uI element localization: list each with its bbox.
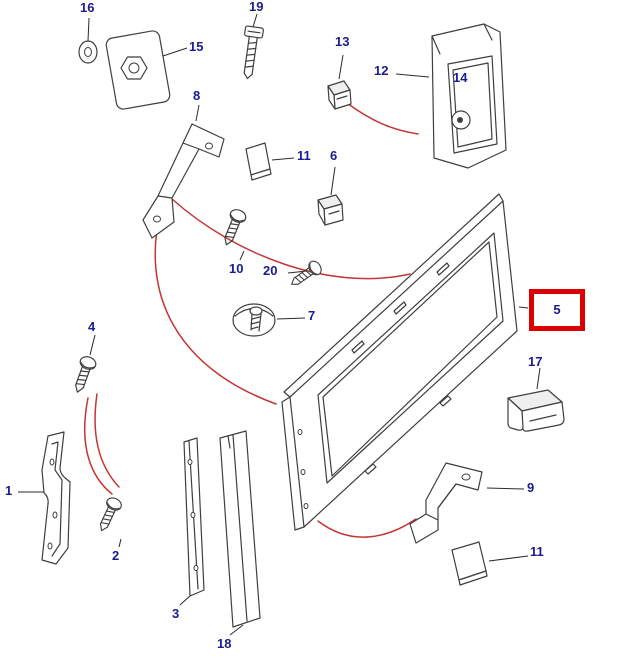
callout-20[interactable]: 20: [263, 263, 278, 278]
callout-5[interactable]: 5: [553, 302, 561, 317]
callout-12[interactable]: 12: [374, 63, 389, 78]
part-6-clip: [317, 194, 344, 226]
part-5-panel: [281, 193, 518, 531]
callout-16[interactable]: 16: [80, 0, 95, 15]
callout-15[interactable]: 15: [189, 39, 204, 54]
callout-9[interactable]: 9: [527, 480, 535, 495]
part-4-screw: [69, 354, 99, 396]
callout-3[interactable]: 3: [172, 606, 180, 621]
part-13-clip: [327, 80, 352, 110]
callout-19[interactable]: 19: [249, 0, 264, 14]
part-18-long-strip: [219, 430, 261, 628]
part-3-strip: [183, 437, 205, 597]
reference-curves: [84, 102, 419, 538]
highlight-box-part-5: 5: [529, 289, 585, 331]
part-11-pad-upper: [245, 142, 272, 181]
part-20-screw: [286, 258, 325, 291]
callout-4[interactable]: 4: [88, 319, 96, 334]
part-12-corner-panel: [431, 23, 507, 169]
part-14-grommet: [451, 110, 471, 130]
callout-8[interactable]: 8: [193, 88, 201, 103]
part-19-bolt: [243, 25, 264, 80]
callout-1[interactable]: 1: [5, 483, 13, 498]
part-15-plate-nut: [105, 30, 171, 110]
callout-2[interactable]: 2: [112, 548, 120, 563]
callout-10[interactable]: 10: [229, 261, 244, 276]
callout-7[interactable]: 7: [308, 308, 316, 323]
callout-11-lower[interactable]: 11: [530, 544, 544, 559]
callout-11-upper[interactable]: 11: [297, 148, 311, 163]
callout-13[interactable]: 13: [335, 34, 350, 49]
part-17-cover-clip: [507, 389, 565, 432]
part-9-bracket: [409, 462, 483, 544]
callout-14[interactable]: 14: [453, 70, 468, 85]
part-2-screw: [94, 495, 124, 535]
callout-17[interactable]: 17: [528, 354, 543, 369]
callout-6[interactable]: 6: [330, 148, 338, 163]
part-1-pillar-trim: [41, 431, 71, 565]
part-16-washer: [78, 40, 98, 64]
part-11-pad-lower: [451, 541, 488, 586]
part-8-bracket: [142, 123, 225, 239]
callout-18[interactable]: 18: [217, 636, 232, 651]
part-7-push-pin: [232, 303, 276, 337]
